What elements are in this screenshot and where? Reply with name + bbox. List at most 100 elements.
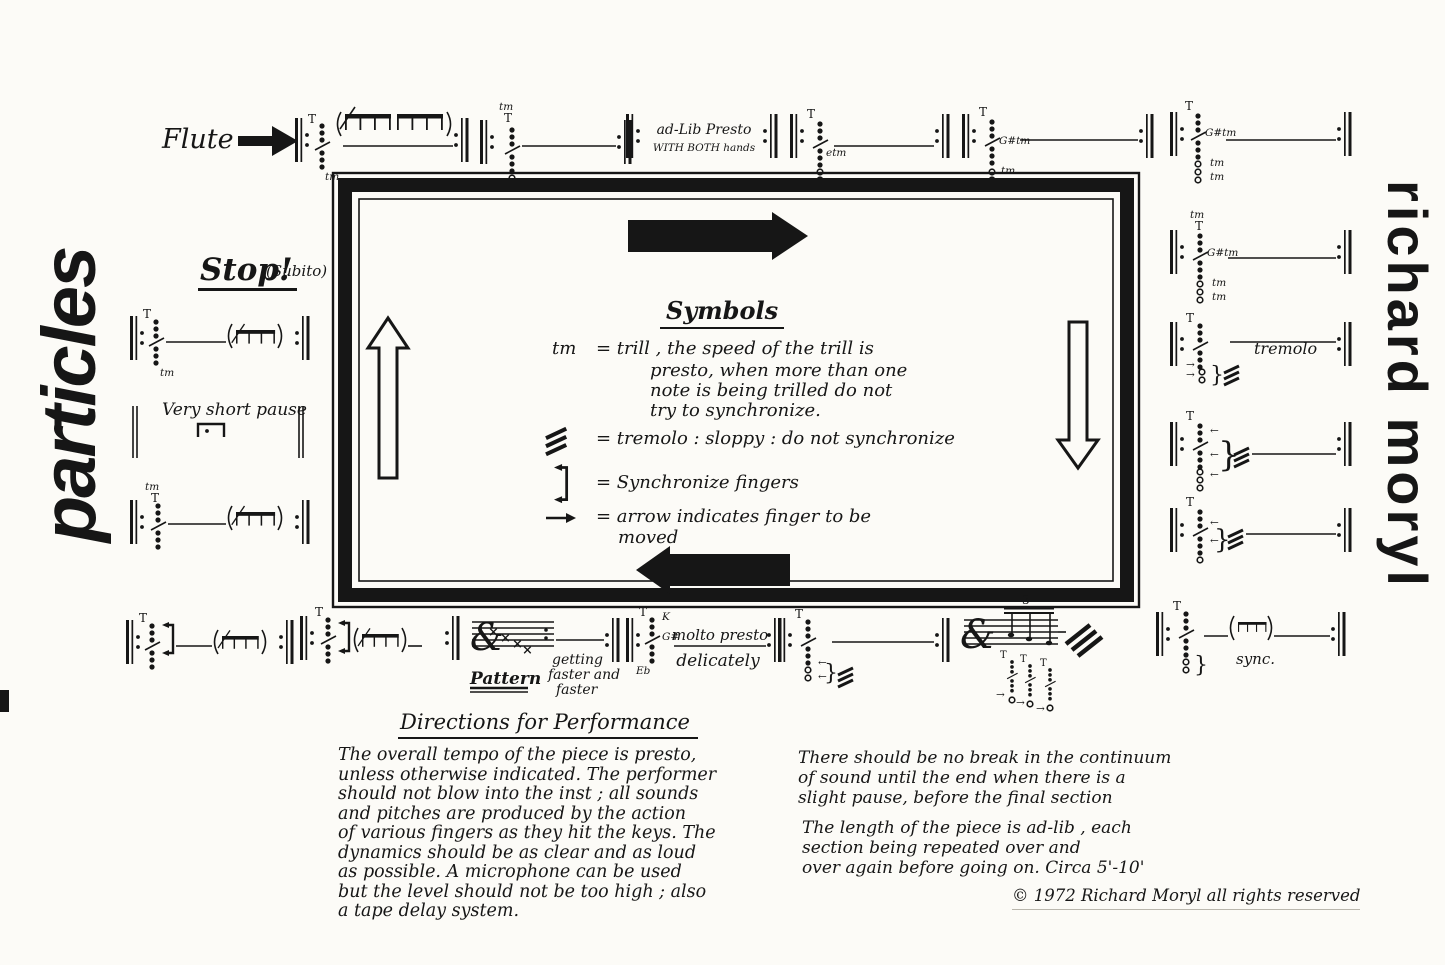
arrow-left-label: ← xyxy=(1210,425,1219,437)
arrow-left-label: ← xyxy=(1210,469,1219,481)
sync-line: = Synchronize fingers xyxy=(596,472,799,493)
right-cell-2: tm T G#tm tm tm xyxy=(1170,209,1352,304)
directions-left-line: but the level should not be too high ; a… xyxy=(338,881,707,902)
treble-clef-glyph: & xyxy=(470,615,504,659)
directions-right-paragraph-2: The length of the piece is ad-lib , each… xyxy=(802,818,1144,878)
faster-label: faster xyxy=(555,682,599,698)
gsharp-tm-label: G#tm xyxy=(999,135,1030,147)
subito-label: (Subito) xyxy=(266,262,328,280)
directions-left-paragraph: The overall tempo of the piece is presto… xyxy=(338,745,717,922)
t-label: T xyxy=(143,307,151,321)
tm-label: tm xyxy=(1210,171,1224,183)
tm-label: tm xyxy=(1190,209,1204,221)
with-both-hands-label: WITH BOTH hands xyxy=(653,142,756,154)
etm-label: etm xyxy=(826,147,846,159)
tremolo-label: tremolo xyxy=(1254,339,1317,358)
directions-heading: Directions for Performance xyxy=(398,710,698,739)
triplet-3-label: 3 xyxy=(1022,593,1030,607)
arrow-line-1: = arrow indicates finger to be xyxy=(596,506,872,527)
right-cell-4: T ← ← ← } xyxy=(1170,409,1352,492)
flute-cell-2: tm T xyxy=(480,101,632,182)
gsharp-tm-label: G#tm xyxy=(1207,247,1238,259)
sync-label: sync. xyxy=(1236,650,1275,668)
right-cell-tremolo: T → → } tremolo xyxy=(1170,311,1352,388)
brace-glyph: } xyxy=(824,661,838,686)
directions-right-line: of sound until the end when there is a xyxy=(798,768,1126,788)
arrow-left-label: ← xyxy=(1210,449,1219,461)
trill-symbol: tm xyxy=(552,338,577,359)
center-frame xyxy=(331,171,1141,609)
directions-right-line: There should be no break in the continuu… xyxy=(798,748,1172,768)
cycle-arrow-left-icon xyxy=(636,546,790,594)
directions-left-line: of various fingers as they hit the keys.… xyxy=(338,823,716,843)
arrow-right-label: → xyxy=(1186,369,1195,381)
tm-label: tm xyxy=(1212,291,1226,303)
t-label: T xyxy=(1173,599,1181,613)
t-label: T xyxy=(1186,409,1194,423)
arrow-right-label: → xyxy=(1016,697,1025,709)
bottom-cell-1: T xyxy=(126,611,294,671)
title-richard-moryl: richard moryl xyxy=(1376,180,1439,590)
tremolo-line: = tremolo : sloppy : do not synchronize xyxy=(596,428,955,449)
brace-glyph: } xyxy=(1194,653,1208,678)
tm-label: tm xyxy=(1212,277,1226,289)
pause-barlines xyxy=(132,406,304,458)
x-notehead: × xyxy=(500,631,511,646)
directions-right-line: slight pause, before the final section xyxy=(798,788,1113,808)
t-label: T xyxy=(1186,311,1194,325)
x-notehead: × xyxy=(522,643,533,658)
directions-left-line: a tape delay system. xyxy=(338,901,520,921)
directions-left-line: dynamics should be as clear and as loud xyxy=(338,842,697,863)
t-label: T xyxy=(1020,654,1027,665)
t-label: T xyxy=(308,112,316,126)
bottom-cell-molto-presto: T K G# Eb molto presto delicately xyxy=(626,605,782,677)
directions-left-line: unless otherwise indicated. The performe… xyxy=(338,764,717,785)
tm-label: tm xyxy=(160,367,174,379)
cycle-arrow-down-icon xyxy=(1055,320,1101,471)
flute-cell-3: T etm xyxy=(790,107,950,184)
very-short-pause-label: Very short pause xyxy=(162,400,307,420)
t-label: T xyxy=(979,105,987,119)
gliss-slashes xyxy=(1064,623,1104,658)
t-label: T xyxy=(1000,650,1007,661)
arrow-line-2: moved xyxy=(618,527,679,548)
brace-glyph: } xyxy=(1218,435,1240,475)
arrow-left-label: ← xyxy=(1210,517,1219,529)
directions-right-line: The length of the piece is ad-lib , each xyxy=(802,818,1132,838)
directions-right-paragraph-1: There should be no break in the continuu… xyxy=(798,748,1171,808)
bottom-cell-pattern: & × × × × Pattern getting faster and fas… xyxy=(469,615,620,698)
bottom-cell-staff-triplet: 3 & T T T → → → xyxy=(960,593,1104,715)
right-cell-5: T ← ← } xyxy=(1170,495,1352,564)
t-label: T xyxy=(795,607,803,621)
bottom-cell-2: T xyxy=(300,605,460,665)
flute-cell-1: T tm xyxy=(295,106,469,183)
ad-lib-presto-label: ad-Lib Presto xyxy=(657,122,752,138)
gsharp-label: G# xyxy=(662,631,679,643)
trill-line-1: = trill , the speed of the trill is xyxy=(596,338,874,359)
bottom-cell-5: T ← ← } xyxy=(778,607,950,689)
cycle-arrow-up-icon xyxy=(365,315,411,480)
t-label: T xyxy=(639,605,647,619)
bottom-cell-sync: T } sync. xyxy=(1156,599,1346,678)
k-label: K xyxy=(661,611,671,623)
tm-label: tm xyxy=(1210,157,1224,169)
x-notehead: × xyxy=(512,637,523,652)
gsharp-tm-label: G#tm xyxy=(1205,127,1236,139)
left-cell-2: tm T xyxy=(130,481,310,551)
brace-glyph: } xyxy=(1210,363,1224,388)
treble-clef-glyph: & xyxy=(960,612,996,658)
flute-label: Flute xyxy=(162,124,234,155)
t-label: T xyxy=(139,611,147,625)
arrow-right-label: → xyxy=(996,689,1005,701)
sync-bracket-icon xyxy=(552,462,569,505)
tremolo-bars-icon xyxy=(546,426,572,454)
t-label: T xyxy=(807,107,815,121)
copyright-line: © 1972 Richard Moryl all rights reserved xyxy=(1012,886,1361,910)
flute-cell-4: T G#tm tm xyxy=(962,105,1154,184)
molto-presto-label: molto presto xyxy=(672,626,768,644)
x-notehead: × xyxy=(488,625,499,640)
directions-right-line: over again before going on. Circa 5'-10' xyxy=(802,858,1145,878)
t-label: T xyxy=(1185,99,1193,113)
t-label: T xyxy=(1195,219,1203,233)
